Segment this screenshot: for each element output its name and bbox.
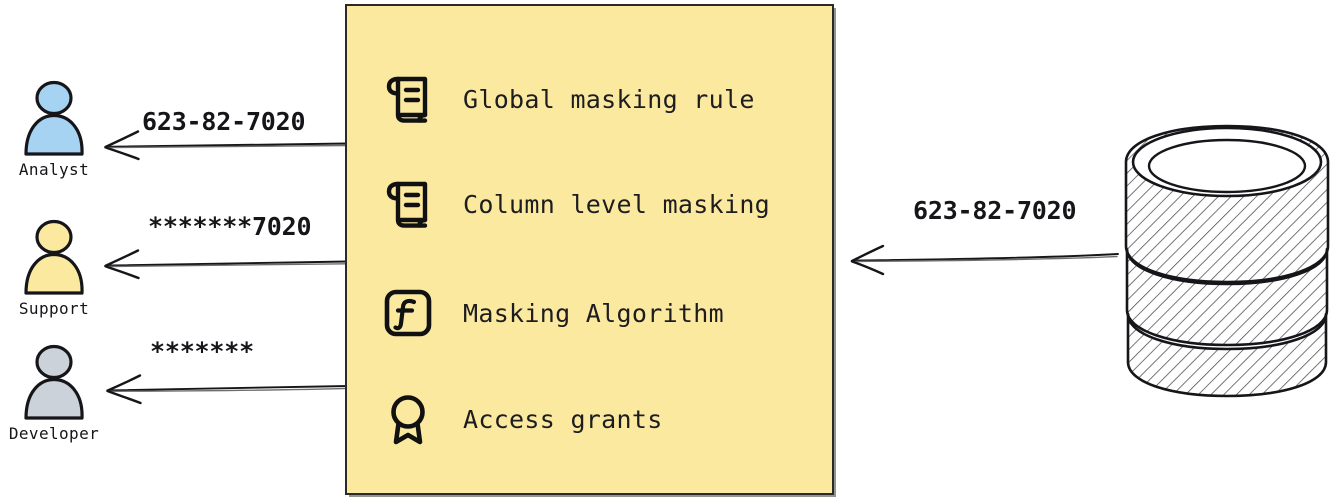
panel-item-masking-algorithm[interactable]: Masking Algorithm (379, 278, 724, 348)
panel-item-column-level-masking[interactable]: Column level masking (379, 169, 770, 239)
person-icon (6, 80, 102, 158)
scroll-icon (379, 70, 437, 128)
panel-item-label: Global masking rule (463, 84, 755, 114)
person-icon (6, 219, 102, 297)
arrow-to-analyst (98, 127, 348, 161)
persona-analyst: Analyst (6, 80, 102, 179)
persona-support: Support (6, 219, 102, 318)
panel-item-label: Column level masking (463, 189, 771, 219)
arrow-label-support: *******7020 (148, 212, 312, 241)
function-box-icon (379, 284, 437, 342)
masking-policy-list: Global masking rule C (347, 6, 832, 493)
panel-item-label: Masking Algorithm (463, 298, 724, 328)
person-icon (6, 344, 102, 422)
arrow-to-support (98, 246, 348, 280)
arrow-label-analyst: 623-82-7020 (142, 107, 306, 136)
persona-label: Analyst (18, 160, 90, 179)
arrow-label-developer: ******* (150, 337, 254, 366)
arrow-from-database (843, 240, 1119, 276)
database-cylinder-icon (1118, 118, 1336, 400)
persona-label: Developer (8, 424, 100, 443)
persona-label: Support (18, 299, 90, 318)
award-ribbon-icon (379, 390, 437, 448)
arrow-to-developer (100, 371, 350, 405)
persona-developer: Developer (6, 344, 102, 443)
panel-item-label: Access grants (463, 404, 663, 434)
arrow-label-source: 623-82-7020 (913, 196, 1077, 225)
masking-policy-panel: Global masking rule C (345, 4, 834, 495)
panel-item-access-grants[interactable]: Access grants (379, 384, 663, 454)
scroll-icon (379, 175, 437, 233)
panel-item-global-masking-rule[interactable]: Global masking rule (379, 64, 755, 134)
